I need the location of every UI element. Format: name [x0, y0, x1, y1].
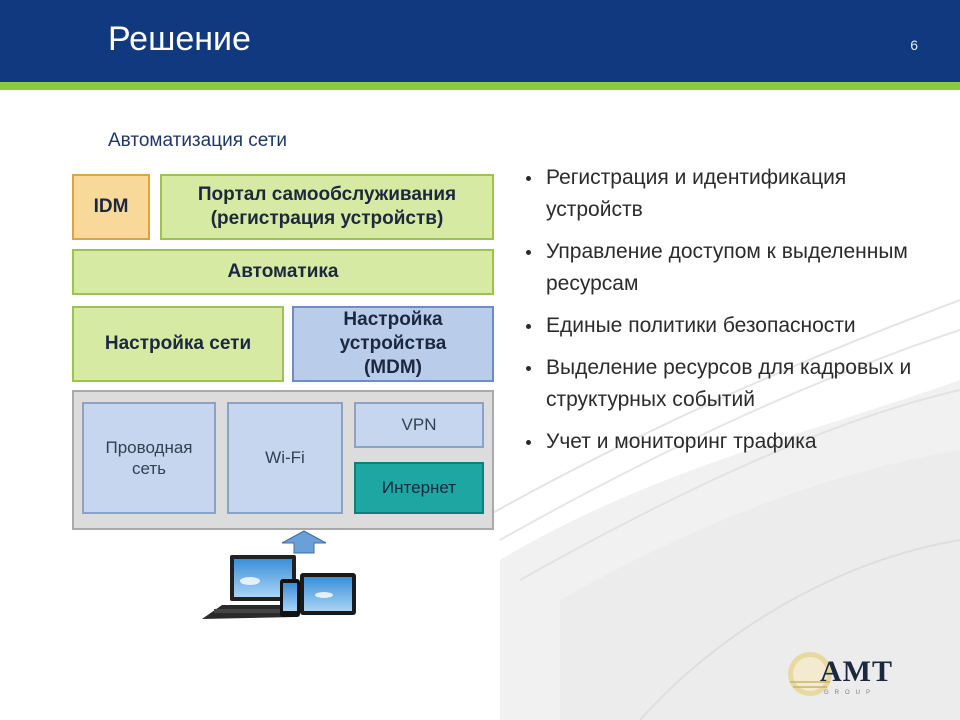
bullet-item: Учет и мониторинг трафика: [524, 426, 924, 458]
internet-label: Интернет: [381, 478, 457, 498]
page-number: 6: [910, 37, 918, 53]
feature-bullet-list: Регистрация и идентификация устройств Уп…: [524, 162, 924, 468]
phone-icon: [280, 579, 300, 617]
idm-label: IDM: [93, 196, 129, 218]
wired-label-line2: сеть: [131, 459, 167, 478]
network-setup-box: Настройка сети: [72, 306, 284, 382]
device-setup-box: Настройка устройства (MDM): [292, 306, 494, 382]
automation-box: Автоматика: [72, 249, 494, 295]
bullet-dot-icon: [526, 324, 531, 329]
wired-network-box: Проводная сеть: [82, 402, 216, 514]
vpn-box: VPN: [354, 402, 484, 448]
bullet-item: Выделение ресурсов для кадровых и структ…: [524, 352, 924, 416]
device-setup-line2: устройства: [339, 333, 447, 355]
wifi-box: Wi-Fi: [227, 402, 343, 514]
wifi-label: Wi-Fi: [265, 448, 305, 468]
logo-subtitle: GROUP: [824, 690, 877, 696]
idm-box: IDM: [72, 174, 150, 240]
bullet-dot-icon: [526, 176, 531, 181]
portal-label-line1: Портал самообслуживания: [197, 184, 457, 206]
device-setup-line1: Настройка: [343, 309, 443, 331]
network-setup-label: Настройка сети: [104, 333, 252, 355]
bullet-dot-icon: [526, 250, 531, 255]
internet-box: Интернет: [354, 462, 484, 514]
logo-wordmark: AMT: [820, 655, 893, 688]
bullet-item: Управление доступом к выделенным ресурса…: [524, 236, 924, 300]
portal-label-line2: (регистрация устройств): [210, 208, 444, 229]
diagram-subtitle: Автоматизация сети: [108, 130, 288, 151]
bullet-dot-icon: [526, 440, 531, 445]
bullet-item: Регистрация и идентификация устройств: [524, 162, 924, 226]
up-arrow-icon: [281, 530, 327, 554]
bullet-item: Единые политики безопасности: [524, 310, 924, 342]
bullet-dot-icon: [526, 366, 531, 371]
automation-label: Автоматика: [227, 261, 339, 283]
slide-title: Решение: [108, 20, 251, 58]
amt-logo-icon: [788, 652, 832, 696]
devices-illustration: [202, 555, 356, 619]
header-bar: [0, 0, 960, 82]
portal-box: Портал самообслуживания (регистрация уст…: [160, 174, 494, 240]
laptop-icon: [202, 555, 304, 619]
device-setup-line3: (MDM): [363, 356, 423, 378]
vpn-label: VPN: [401, 415, 437, 435]
wired-label-line1: Проводная: [105, 437, 193, 457]
tablet-icon: [300, 573, 356, 615]
header-accent-stripe: [0, 82, 960, 90]
